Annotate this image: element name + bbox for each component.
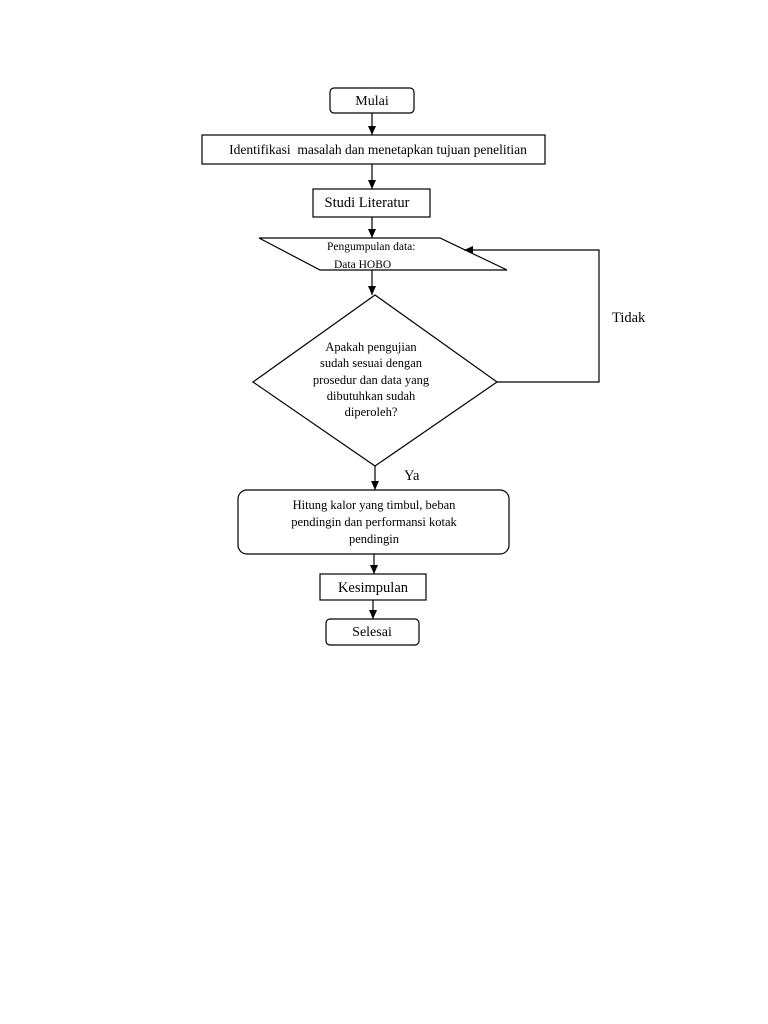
conclusion-process: Kesimpulan xyxy=(319,573,427,601)
decision-label-line4: dibutuhkan sudah xyxy=(327,389,416,403)
decision-label-line2: sudah sesuai dengan xyxy=(320,356,423,370)
decision-label-line5: diperoleh? xyxy=(345,405,398,419)
data-collection-label-line1: Pengumpulan data: xyxy=(327,241,415,253)
identify-label: Identifikasi masalah dan menetapkan tuju… xyxy=(229,142,527,157)
decision-label-line3: prosedur dan data yang xyxy=(313,373,430,387)
yes-label: Ya xyxy=(404,468,420,484)
end-terminator: Selesai xyxy=(325,618,420,646)
identify-process: Identifikasi masalah dan menetapkan tuju… xyxy=(201,134,546,165)
calculate-label-line2: pendingin dan performansi kotak xyxy=(291,515,457,529)
no-label: Tidak xyxy=(612,310,646,326)
data-collection-io: Pengumpulan data: Data HOBO xyxy=(258,237,508,271)
literature-label: Studi Literatur xyxy=(325,195,410,211)
decision-label-line1: Apakah pengujian xyxy=(325,340,417,354)
data-collection-label-line2: Data HOBO xyxy=(334,259,391,271)
start-terminator: Mulai xyxy=(329,87,415,114)
calculate-label-line1: Hitung kalor yang timbul, beban xyxy=(293,498,457,512)
calculate-label-line3: pendingin xyxy=(349,532,400,546)
end-label: Selesai xyxy=(352,625,392,640)
conclusion-label: Kesimpulan xyxy=(338,580,409,596)
calculate-process: Hitung kalor yang timbul, beban pendingi… xyxy=(237,489,510,555)
start-label: Mulai xyxy=(355,94,389,109)
literature-process: Studi Literatur xyxy=(312,188,431,218)
arrow-no-loop-back xyxy=(464,246,600,383)
decision-diamond: Apakah pengujian sudah sesuai dengan pro… xyxy=(251,294,499,467)
